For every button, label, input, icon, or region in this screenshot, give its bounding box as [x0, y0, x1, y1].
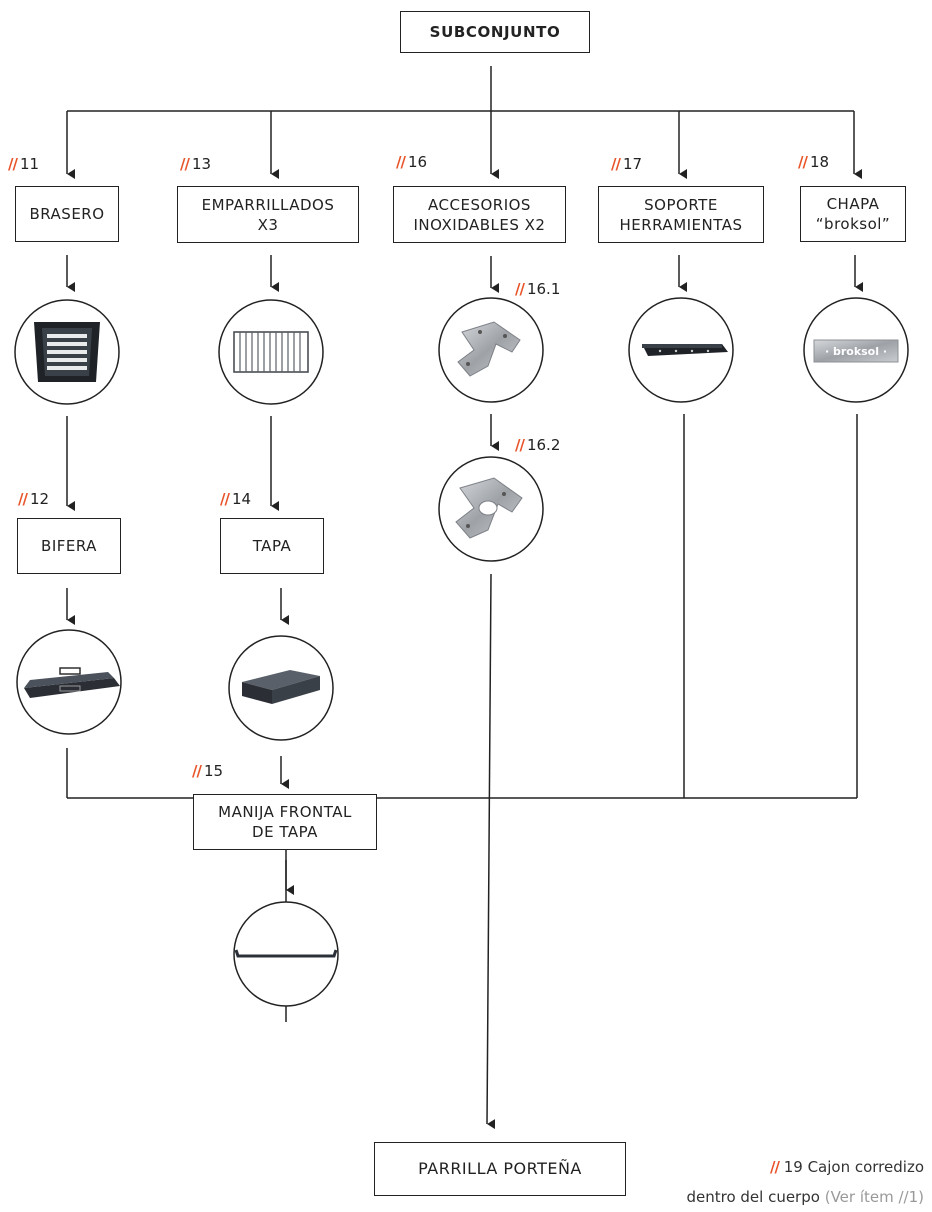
root-subconjunto-box: SUBCONJUNTO	[400, 11, 590, 53]
chapa-circle: · broksol ·	[803, 297, 909, 403]
emparrillado-photo-icon	[233, 331, 309, 373]
item-label-18: //18	[798, 153, 830, 171]
accesorio-16-2-photo-icon	[455, 477, 523, 539]
final-parrilla-box: PARRILLA PORTEÑA	[374, 1142, 626, 1196]
node-manija-box: MANIJA FRONTAL DE TAPA	[193, 794, 377, 850]
item-label-14: //14	[220, 490, 252, 508]
emparrillado-circle	[218, 299, 324, 405]
item-label-16-2: //16.2	[515, 436, 561, 454]
footnote-line-2: dentro del cuerpo (Ver ítem //1)	[686, 1188, 924, 1206]
node-accesorios-box: ACCESORIOS INOXIDABLES X2	[393, 186, 566, 243]
tapa-circle	[228, 635, 334, 741]
item-label-12: //12	[18, 490, 50, 508]
item-label-16-1: //16.1	[515, 280, 561, 298]
soporte-photo-icon	[642, 344, 728, 356]
bifera-photo-icon	[24, 667, 120, 698]
item-label-16: //16	[396, 153, 428, 171]
accesorio-16-2-circle	[438, 456, 544, 562]
accesorio-16-1-photo-icon	[457, 321, 521, 377]
brasero-circle	[14, 299, 120, 405]
node-tapa-box: TAPA	[220, 518, 324, 574]
soporte-circle	[628, 297, 734, 403]
brasero-photo-icon	[34, 322, 100, 382]
node-chapa-box: CHAPA “broksol”	[800, 186, 906, 242]
footnote-line-1: // 19 Cajon corredizo	[769, 1158, 924, 1176]
tapa-photo-icon	[242, 670, 320, 704]
manija-circle	[233, 901, 339, 1007]
node-bifera-box: BIFERA	[17, 518, 121, 574]
item-label-11: //11	[8, 155, 40, 173]
chapa-logo-text: · broksol ·	[825, 345, 887, 358]
footnote-19: // 19 Cajon corredizo dentro del cuerpo …	[686, 1152, 924, 1212]
node-brasero-box: BRASERO	[15, 186, 119, 242]
manija-photo-icon	[234, 949, 338, 958]
item-label-13: //13	[180, 155, 212, 173]
accesorio-16-1-circle	[438, 297, 544, 403]
bifera-circle	[16, 629, 122, 735]
item-label-15: //15	[192, 762, 224, 780]
node-soporte-box: SOPORTE HERRAMIENTAS	[598, 186, 764, 243]
item-label-17: //17	[611, 155, 643, 173]
chapa-photo-icon: · broksol ·	[813, 339, 899, 363]
node-emparrillados-box: EMPARRILLADOS X3	[177, 186, 359, 243]
